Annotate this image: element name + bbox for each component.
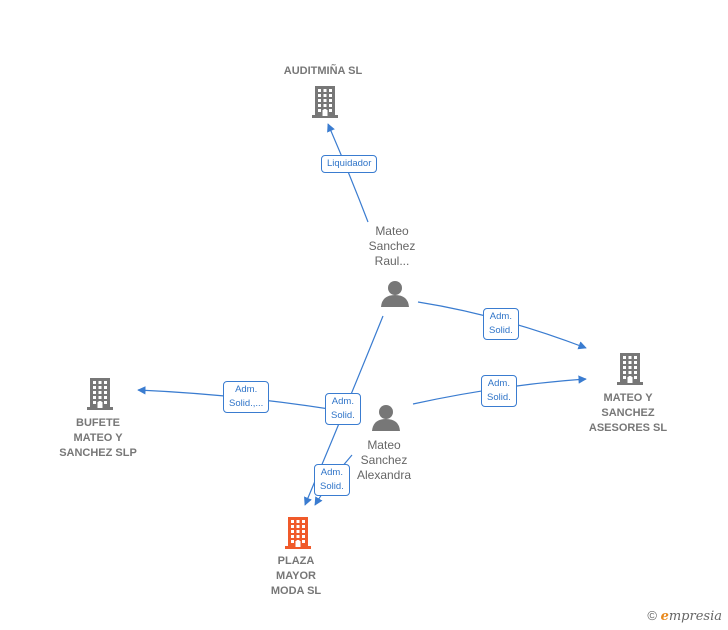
bufete-label[interactable]: BUFETE MATEO Y SANCHEZ SLP	[59, 417, 137, 459]
mateo_alexandra-person-icon[interactable]	[372, 405, 400, 431]
edge-mateo_raul-to-auditmina	[327, 123, 369, 223]
mateo_raul-person-icon[interactable]	[381, 281, 409, 307]
copyright-symbol: ©	[647, 608, 657, 623]
mateo_alexandra-label[interactable]: Mateo Sanchez Alexandra	[356, 438, 412, 482]
asesores-building-icon[interactable]	[617, 353, 643, 385]
edge-label-mateo_raul-to-auditmina[interactable]: Liquidador	[321, 155, 378, 173]
plaza-building-icon[interactable]	[285, 517, 311, 549]
mateo_raul-label[interactable]: Mateo Sanchez Raul...	[368, 224, 416, 268]
edge-label-mateo_raul-to-plaza[interactable]: Adm. Solid.	[325, 393, 361, 425]
watermark: © empresia	[647, 608, 722, 624]
brand-name: mpresia	[668, 609, 722, 624]
auditmina-building-icon[interactable]	[312, 86, 338, 118]
edge-label-mateo_alexandra-to-asesores[interactable]: Adm. Solid.	[481, 375, 517, 407]
edge-label-mateo_alexandra-to-plaza[interactable]: Adm. Solid.	[314, 464, 350, 496]
edge-label-mateo_alexandra-to-bufete[interactable]: Adm. Solid.,...	[223, 381, 270, 413]
edge-label-mateo_raul-to-asesores[interactable]: Adm. Solid.	[483, 308, 519, 340]
bufete-building-icon[interactable]	[87, 378, 113, 410]
brand-e: e	[660, 609, 669, 624]
auditmina-label[interactable]: AUDITMIÑA SL	[283, 65, 363, 77]
plaza-label[interactable]: PLAZA MAYOR MODA SL	[270, 555, 322, 597]
asesores-label[interactable]: MATEO Y SANCHEZ ASESORES SL	[588, 392, 668, 434]
